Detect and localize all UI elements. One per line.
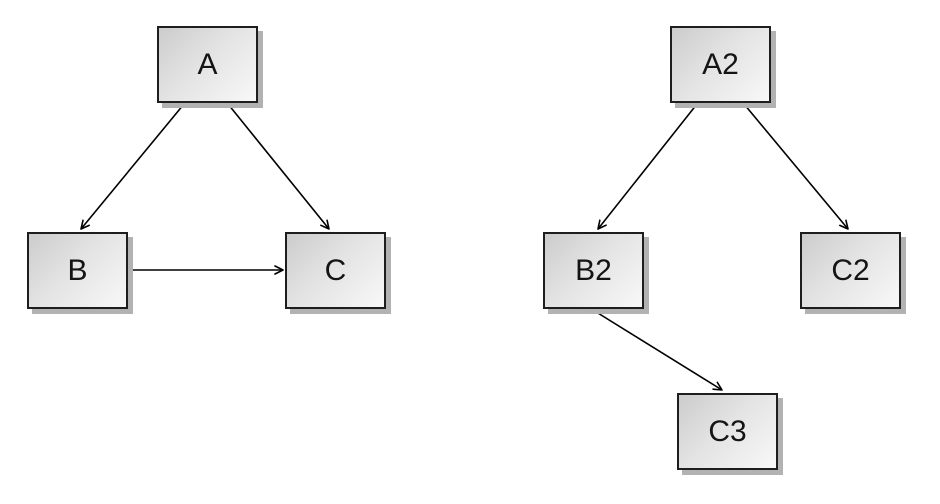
node-B[interactable]: B	[27, 232, 128, 309]
node-C[interactable]: C	[285, 232, 386, 309]
node-A2-label: A2	[702, 47, 739, 81]
edge-A2-C2	[743, 103, 849, 230]
node-C-label: C	[324, 253, 347, 287]
node-B-label: B	[67, 253, 88, 287]
node-C3-label: C3	[708, 414, 747, 448]
node-C2[interactable]: C2	[800, 232, 901, 309]
node-B2[interactable]: B2	[543, 232, 644, 309]
edge-B2-C3	[592, 309, 723, 391]
node-A[interactable]: A	[157, 26, 258, 103]
node-A2[interactable]: A2	[670, 26, 771, 103]
node-B2-label: B2	[575, 253, 612, 287]
node-C3[interactable]: C3	[677, 393, 778, 470]
edge-A2-B2	[597, 103, 698, 230]
edge-A-C	[227, 103, 330, 230]
edge-A-B	[80, 103, 185, 230]
node-C2-label: C2	[831, 253, 870, 287]
node-A-label: A	[197, 47, 218, 81]
